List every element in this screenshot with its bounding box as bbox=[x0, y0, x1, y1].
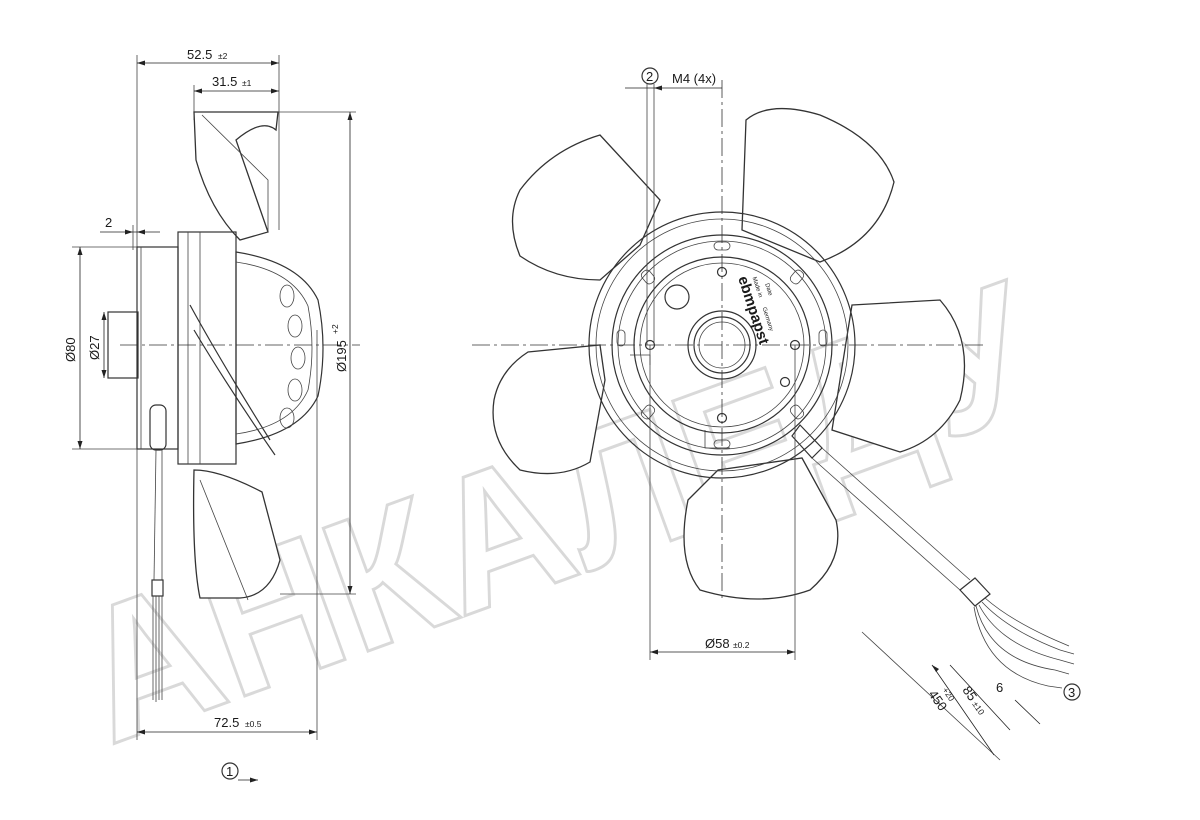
dim-flange-value: 2 bbox=[105, 215, 112, 230]
dim-shaft-diameter: Ø27 bbox=[87, 311, 139, 379]
callout-3-number: 3 bbox=[1068, 685, 1075, 700]
dim-bolt-circle: Ø58 ±0.2 bbox=[649, 345, 796, 660]
callout-2-number: 2 bbox=[646, 69, 653, 84]
dim-total-depth: 72.5 ±0.5 bbox=[137, 715, 317, 735]
dim-fan-diameter: Ø195 +2 bbox=[278, 111, 356, 595]
thread-label: M4 (4x) bbox=[625, 71, 722, 91]
dim-blade-depth: 31.5 ±1 bbox=[194, 74, 279, 94]
dim-bolt-circle-value: Ø58 bbox=[705, 636, 730, 651]
side-view: 52.5 ±2 31.5 ±1 2 Ø80 bbox=[63, 47, 360, 783]
dim-strip-length: 85 ±10 bbox=[949, 664, 1011, 731]
thread-label-text: M4 (4x) bbox=[672, 71, 716, 86]
dim-flange: 2 bbox=[100, 215, 160, 250]
callout-1-number: 1 bbox=[226, 764, 233, 779]
dim-rotor-diameter-value: Ø80 bbox=[63, 337, 78, 362]
dim-shaft-diameter-value: Ø27 bbox=[87, 335, 102, 360]
dim-blade-depth-tol: ±1 bbox=[242, 78, 252, 88]
dim-overall-depth-value: 52.5 bbox=[187, 47, 212, 62]
dim-strip-end: 6 bbox=[996, 680, 1041, 725]
dim-fan-diameter-value: Ø195 bbox=[334, 340, 349, 372]
dim-bolt-circle-tol: ±0.2 bbox=[733, 640, 750, 650]
front-view: ebmpapst Made in Germany Date 450 +20 bbox=[472, 67, 1081, 761]
dim-overall-depth: 52.5 ±2 bbox=[137, 47, 279, 66]
fan-blades bbox=[492, 107, 966, 600]
rotor-ribs bbox=[279, 284, 306, 429]
vent-slots bbox=[616, 241, 828, 449]
dim-total-depth-value: 72.5 bbox=[214, 715, 239, 730]
dim-strip-end-value: 6 bbox=[996, 680, 1003, 695]
dim-rotor-diameter: Ø80 bbox=[63, 246, 137, 450]
callout-2: 2 bbox=[641, 67, 659, 345]
callout-1: 1 bbox=[221, 762, 258, 783]
dim-lead-length: 450 +20 bbox=[861, 631, 1001, 761]
dim-blade-depth-value: 31.5 bbox=[212, 74, 237, 89]
dim-overall-depth-tol: ±2 bbox=[218, 51, 228, 61]
dim-total-depth-tol: ±0.5 bbox=[245, 719, 262, 729]
callout-3: 3 bbox=[1063, 683, 1081, 701]
dim-strip-length-value: 85 bbox=[960, 683, 981, 703]
nameplate-line-3: Date bbox=[763, 283, 773, 298]
dim-fan-diameter-tol: +2 bbox=[330, 324, 340, 334]
